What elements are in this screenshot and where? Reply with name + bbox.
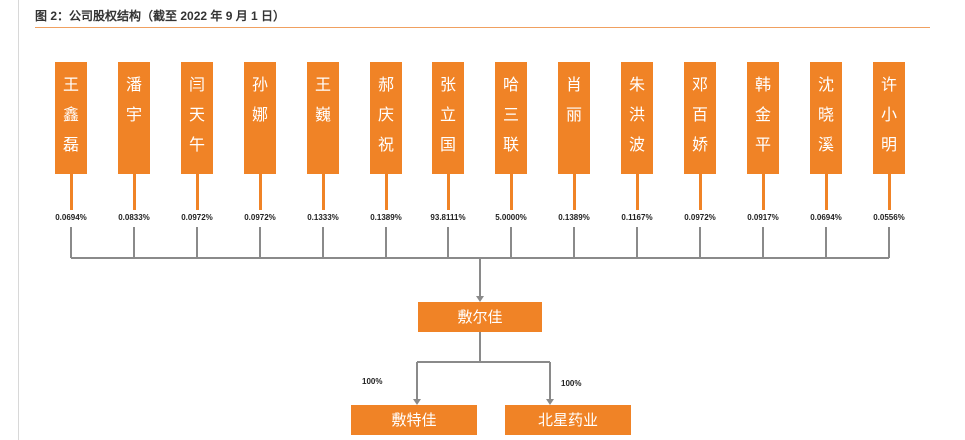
shareholder-pct: 93.8111% [430, 213, 466, 222]
shareholder-box: 闫天午 [181, 62, 213, 174]
shareholder-stem [384, 174, 388, 210]
left-border-rule [18, 0, 19, 440]
subsidiary-2-pct: 100% [561, 379, 582, 388]
shareholder-box: 王鑫磊 [55, 62, 87, 174]
shareholder-pct: 0.1389% [370, 213, 402, 222]
shareholder-pct: 0.1389% [558, 213, 590, 222]
shareholder-stem [824, 174, 828, 210]
shareholder-box: 哈三联 [495, 62, 527, 174]
shareholder-stem [572, 174, 576, 210]
shareholder-pct: 0.0972% [684, 213, 716, 222]
shareholder-pct: 0.0694% [55, 213, 87, 222]
shareholder-stem [69, 174, 73, 210]
subsidiary-1-box: 敷特佳 [351, 405, 477, 435]
shareholder-stem [761, 174, 765, 210]
sub1-arrowhead [413, 399, 421, 405]
shareholder-box: 张立国 [432, 62, 464, 174]
company-arrowhead [476, 296, 484, 302]
figure-title: 图 2：公司股权结构（截至 2022 年 9 月 1 日） [35, 9, 286, 23]
shareholder-box: 许小明 [873, 62, 905, 174]
shareholder-pct: 0.1333% [307, 213, 339, 222]
shareholder-box: 邓百娇 [684, 62, 716, 174]
shareholder-pct: 0.1167% [621, 213, 653, 222]
shareholder-box: 郝庆祝 [370, 62, 402, 174]
shareholder-stem [887, 174, 891, 210]
shareholder-box: 肖丽 [558, 62, 590, 174]
shareholder-stem [132, 174, 136, 210]
shareholder-stem [195, 174, 199, 210]
shareholder-box: 潘宇 [118, 62, 150, 174]
subsidiary-1-pct: 100% [362, 377, 383, 386]
shareholder-stem [321, 174, 325, 210]
shareholder-box: 韩金平 [747, 62, 779, 174]
shareholder-pct: 0.0972% [181, 213, 213, 222]
shareholder-stem [446, 174, 450, 210]
shareholder-box: 朱洪波 [621, 62, 653, 174]
shareholder-pct: 5.0000% [495, 213, 527, 222]
shareholder-pct: 0.0694% [810, 213, 842, 222]
sub2-arrowhead [546, 399, 554, 405]
company-box: 敷尔佳 [418, 302, 542, 332]
shareholder-stem [635, 174, 639, 210]
title-divider [35, 27, 930, 28]
shareholder-pct: 0.0556% [873, 213, 905, 222]
shareholder-pct: 0.0833% [118, 213, 150, 222]
shareholder-stem [509, 174, 513, 210]
shareholder-pct: 0.0972% [244, 213, 276, 222]
shareholder-box: 孙娜 [244, 62, 276, 174]
shareholder-stem [698, 174, 702, 210]
shareholder-pct: 0.0917% [747, 213, 779, 222]
shareholder-stem [258, 174, 262, 210]
subsidiary-2-box: 北星药业 [505, 405, 631, 435]
shareholder-box: 沈晓溪 [810, 62, 842, 174]
shareholder-box: 王巍 [307, 62, 339, 174]
